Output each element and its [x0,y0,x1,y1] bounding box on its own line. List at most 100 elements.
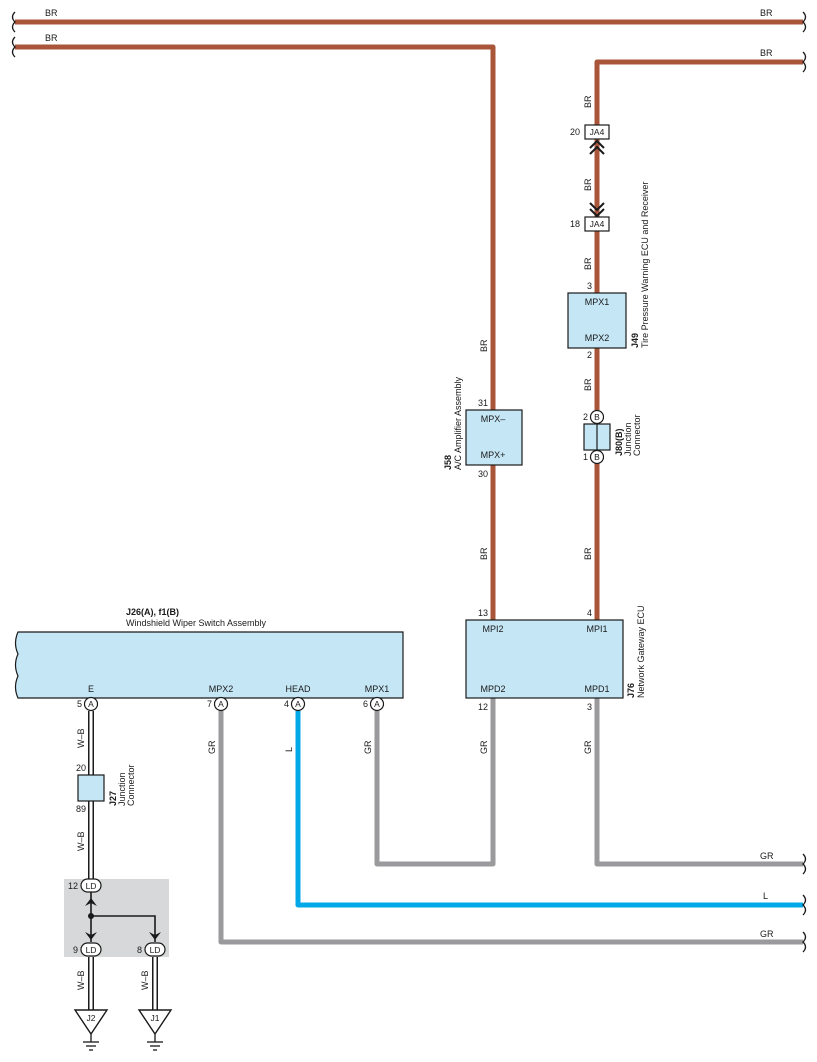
j26-pin-head: 4 [284,699,289,709]
label-br-top1-left: BR [45,8,58,18]
j26-term-e: E [88,684,94,694]
label-br-top3-right: BR [760,48,773,58]
j58-pin-top: 31 [478,398,488,408]
splice-pin-top: 12 [68,881,78,891]
ground-j2: J2 [73,1009,109,1051]
j26-letter-e: A [88,699,94,709]
component-j58: MPX– MPX+ 31 30 J58 A/C Amplifier Assemb… [443,376,523,479]
brace-right-gr-1 [802,853,807,875]
brace-right-top-1 [802,11,807,33]
label-out-l: L [763,891,768,901]
j80-name-line2: Connector [632,414,642,456]
j49-term-bottom: MPX2 [585,333,610,343]
label-br-top1-right: BR [760,8,773,18]
label-br-ja4-upper: BR [583,95,593,108]
j76-body [465,619,624,699]
j26-pin-e-circle [83,696,99,712]
wire-continuation-braces [11,11,807,953]
splice-up-arrow-icon [85,898,97,906]
label-gr-mpx2: GR [207,740,217,754]
j27-pin-top: 20 [76,763,86,773]
splice-pin-left: 9 [73,945,78,955]
component-j27: 20 89 J27 Junction Connector [76,763,136,814]
label-gr-mpd2: GR [479,740,489,754]
j26-letter-mpx2: A [218,699,224,709]
label-l-head: L [284,747,294,752]
ja4-lower-pin: 18 [570,219,580,229]
j27-code: J27 [108,791,118,806]
j26-term-mpx1: MPX1 [365,684,390,694]
wire-l-head-out [295,711,803,908]
j80-name-line1: Junction [623,422,633,456]
component-j76: MPI2 MPI1 MPD2 MPD1 13 4 12 3 J76 Networ… [465,605,646,712]
j26-letter-head: A [295,699,301,709]
ja4-upper-chevrons-icon [589,139,605,155]
splice-ld-top-label: LD [86,881,97,891]
splice-ld-left-label: LD [86,945,97,955]
ja4-lower-chevrons-icon [589,202,605,218]
j26-pin-head-circle [290,696,306,712]
label-wb-e: W–B [76,728,86,748]
ground-j1-triangle-icon [137,1009,173,1036]
j76-pin-mpi2: 13 [478,608,488,618]
brace-right-l [802,894,807,916]
splice-ld-top-oval [80,878,102,893]
label-br-j58-lower: BR [479,547,489,560]
ground-j1-symbol-icon [147,1034,163,1051]
j49-pin-top: 3 [587,281,592,291]
connector-ja4: JA4 20 JA4 18 [570,124,610,232]
brace-left-top-1 [11,11,16,33]
j26-term-head: HEAD [285,684,311,694]
component-j49: MPX1 MPX2 3 2 J49 Tire Pressure Warning … [567,182,650,360]
label-br-top2-left: BR [45,33,58,43]
label-wb-j2: W–B [76,970,86,990]
label-br-ja4-between: BR [583,178,593,191]
gr-wires [218,698,803,945]
j80-pin-bottom: 1 [583,452,588,462]
j58-term-top: MPX– [481,414,506,424]
splice-ld-left-oval [80,942,102,957]
j26-pin-mpx2-circle [213,696,229,712]
label-br-j58-upper: BR [479,339,489,352]
ja4-upper-code: JA4 [590,127,605,137]
wire-gr-mpx2-out [218,711,803,945]
wire-labels: BR BR BR BR BR BR BR BR BR BR BR GR GR G… [45,8,774,990]
j80-pin-top-circle [589,409,605,425]
wb-wires [88,711,158,1010]
j76-pin-mpd1: 3 [587,702,592,712]
j26-pin-mpx1: 6 [363,699,368,709]
j80-letter-bottom: B [594,452,600,462]
j26-pin-mpx1-circle [369,696,385,712]
brace-left-top-2 [11,36,16,58]
ja4-upper-pin: 20 [570,127,580,137]
label-br-j80-lower: BR [583,547,593,560]
j27-name-line2: Connector [126,764,136,806]
j27-pin-bottom: 89 [76,804,86,814]
label-wb-j1: W–B [140,970,150,990]
j76-term-mpi1: MPI1 [586,624,607,634]
label-gr-mpx1: GR [363,740,373,754]
j80-code: J80(B) [614,428,624,456]
label-gr-mpd1: GR [583,740,593,754]
j76-term-mpi2: MPI2 [482,624,503,634]
j26-name: Windshield Wiper Switch Assembly [126,618,267,628]
j76-term-mpd2: MPD2 [480,684,505,694]
j49-pin-bottom: 2 [587,350,592,360]
ground-j2-triangle-icon [73,1009,109,1036]
j80-letter-top: B [594,412,600,422]
j58-code: J58 [443,455,453,470]
splice-ld-right-oval [144,942,166,957]
splice-pin-right: 8 [137,945,142,955]
j26-code: J26(A), f1(B) [126,607,179,617]
wire-br-top-3-to-ja4 [594,59,803,125]
ground-j1: J1 [137,1009,173,1051]
j26-body [14,631,404,699]
j49-name: Tire Pressure Warning ECU and Receiver [640,182,650,348]
j80-pin-top: 2 [583,412,588,422]
j76-pin-mpi1: 4 [587,608,592,618]
component-j80: B B 2 1 J80(B) Junction Connector [583,409,642,465]
j27-body [77,774,105,802]
j58-body [465,409,523,466]
ground-j2-label: J2 [87,1013,96,1023]
